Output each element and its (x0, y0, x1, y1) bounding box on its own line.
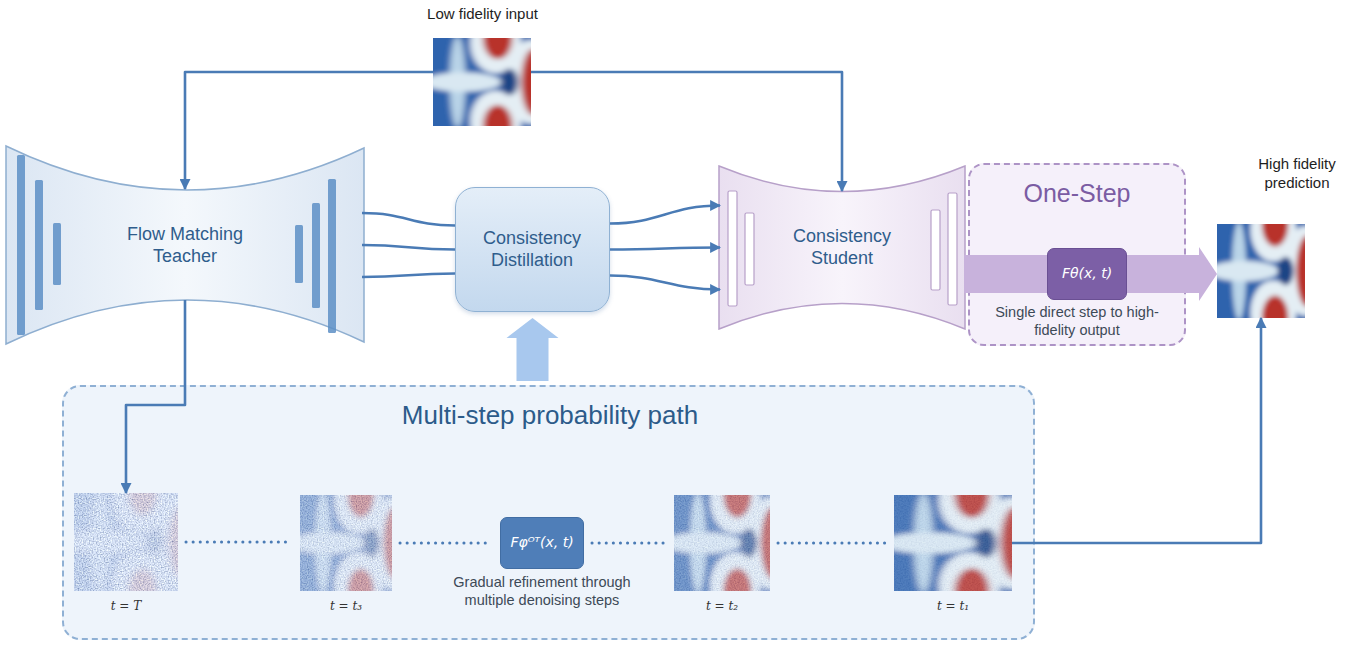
node-label: Fφᴼᵀ(x, t) (501, 518, 583, 568)
connector (610, 206, 720, 290)
node-label: Fθ(x, t) (1048, 249, 1126, 299)
noise-overlay (300, 495, 392, 591)
heatmap-pattern (74, 493, 178, 591)
node-label: Single direct step to high-fidelity outp… (994, 301, 1160, 341)
process-box: Consistency Distillation (455, 187, 610, 312)
noise-overlay (894, 495, 1012, 591)
dashed-band: Multi-step probability pathGradual refin… (62, 385, 1035, 640)
field-heatmap (74, 493, 178, 591)
network-outline (718, 165, 966, 330)
hourglass-shape (6, 146, 364, 344)
node-label: t = t₁ (894, 597, 1012, 615)
connector-line (1012, 318, 1261, 543)
layer-bar (328, 179, 336, 333)
field-heatmap (300, 495, 392, 591)
connector-line (362, 245, 455, 250)
input-image: Low fidelity input (425, 2, 540, 128)
hourglass-shape (719, 166, 965, 329)
node-label: t = t₂ (674, 597, 770, 615)
layer-bar (931, 210, 940, 290)
layer-bar (312, 203, 320, 308)
connector (1012, 318, 1261, 543)
heatmap-pattern (300, 495, 392, 591)
field-heatmap (433, 38, 531, 126)
node-label: Consistency Distillation (456, 188, 608, 310)
connector-line (531, 72, 842, 191)
output-image: High fidelity prediction (1208, 150, 1348, 320)
function-box: Fφᴼᵀ(x, t) (500, 517, 584, 569)
node-label: Gradual refinement through multiple deno… (437, 571, 647, 611)
heatmap-pattern (433, 38, 531, 126)
node-label: One-Step (970, 177, 1184, 211)
heatmap-pattern (894, 495, 1012, 591)
field-heatmap (894, 495, 1012, 591)
node-label: t = t₃ (300, 597, 392, 615)
node-label: Low fidelity input (425, 2, 540, 26)
node-label: High fidelity prediction (1246, 150, 1348, 198)
connector-line (610, 276, 720, 290)
noisy-sample: t = T (74, 493, 178, 619)
noisy-sample: t = t₃ (300, 495, 392, 619)
node-label: t = T (74, 597, 178, 615)
field-heatmap (1217, 224, 1305, 318)
node-label: Consistency Student (772, 217, 912, 277)
layer-bar (295, 225, 303, 283)
layer-bar (745, 213, 754, 285)
connector (507, 318, 559, 381)
connector-line (610, 248, 720, 250)
layer-bar (17, 155, 25, 335)
heatmap-pattern (674, 495, 770, 591)
node-label: Flow Matching Teacher (105, 215, 265, 275)
noisy-sample: t = t₂ (674, 495, 770, 619)
heatmap-pattern (1217, 224, 1305, 318)
function-box: Fθ(x, t) (1047, 248, 1127, 300)
block-arrow (507, 318, 559, 381)
layer-bar (728, 191, 737, 306)
dashed-group: One-StepSingle direct step to high-fidel… (968, 163, 1186, 346)
noisy-sample: t = t₁ (894, 495, 1012, 619)
connector-line (362, 213, 455, 226)
connector-line (362, 274, 455, 278)
student-network: Consistency Student (718, 165, 966, 330)
noise-overlay (674, 495, 770, 591)
layer-bar (948, 193, 957, 305)
field-heatmap (674, 495, 770, 591)
layer-bar (53, 223, 61, 285)
connector (531, 72, 842, 191)
network-outline (5, 145, 365, 345)
connector (362, 213, 455, 277)
node-label: Multi-step probability path (250, 397, 850, 433)
teacher-network: Flow Matching Teacher (5, 145, 365, 345)
connector-line (610, 206, 720, 224)
noise-overlay (74, 493, 178, 591)
layer-bar (35, 180, 43, 310)
